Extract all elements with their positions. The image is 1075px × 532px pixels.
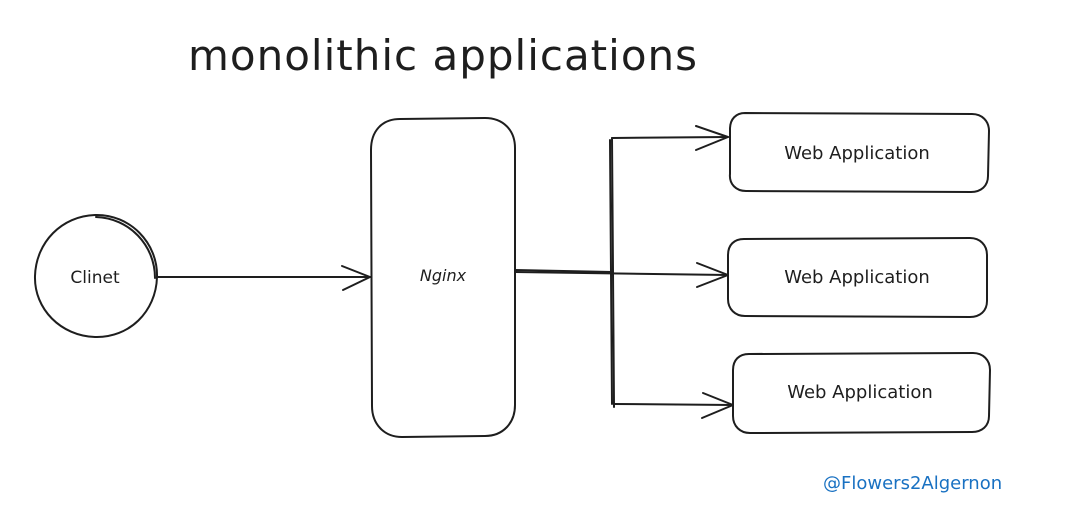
arrow-to-app-2 [514,262,729,288]
nginx-label: Nginx [420,266,467,285]
arrow-to-app-1 [611,125,729,151]
nginx-node: Nginx [370,117,516,438]
client-label: Clinet [70,268,120,288]
client-node: Clinet [33,213,159,339]
web-app-box-2: Web Application [727,237,988,318]
diagram-title: monolithic applications [188,31,698,80]
web-app-box-1: Web Application [728,112,990,193]
web-app-label-2: Web Application [784,267,930,288]
arrow-to-app-3 [613,392,734,419]
web-app-label-3: Web Application [787,382,933,403]
web-app-label-1: Web Application [784,143,930,164]
web-app-box-3: Web Application [732,352,991,434]
client-to-nginx-arrow [157,265,371,291]
watermark: @Flowers2Algernon [823,473,1002,494]
